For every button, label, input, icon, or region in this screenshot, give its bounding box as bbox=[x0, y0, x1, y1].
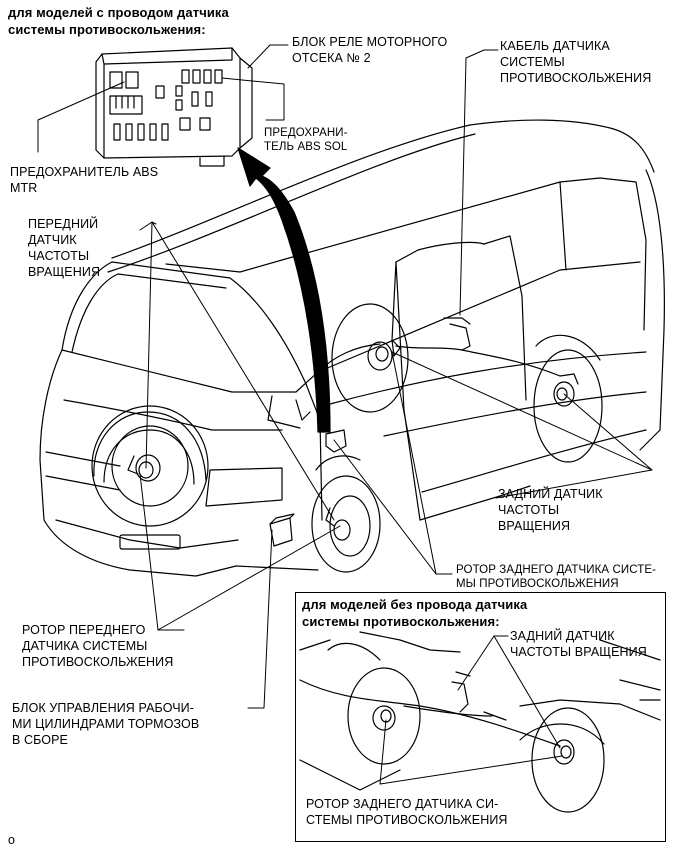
abs-mtr-fuse-label: ПРЕДОХРАНИТЕЛЬ ABS MTR bbox=[10, 165, 159, 195]
front-speed-sensor-label: ПЕРЕДНИЙ ДАТЧИК ЧАСТОТЫ ВРАЩЕНИЯ bbox=[28, 217, 101, 279]
lower-leader-lines bbox=[139, 221, 653, 709]
header-without-wire: для моделей без провода датчика системы … bbox=[302, 597, 528, 629]
abs-sol-fuse-label: ПРЕДОХРАНИ- ТЕЛЬ ABS SOL bbox=[264, 127, 348, 153]
skid-cable-label: КАБЕЛЬ ДАТЧИКА СИСТЕМЫ ПРОТИВОСКОЛЬЖЕНИЯ bbox=[500, 39, 652, 85]
front-left-wheel bbox=[91, 405, 209, 527]
rear-speed-sensor-label: ЗАДНИЙ ДАТЧИК ЧАСТОТЫ ВРАЩЕНИЯ bbox=[498, 487, 603, 533]
rear-sensor-wiring bbox=[391, 317, 579, 385]
curved-arrow bbox=[237, 147, 331, 433]
front-right-wheel bbox=[311, 455, 381, 573]
header-with-wire: для моделей с проводом датчика системы п… bbox=[8, 5, 229, 37]
upper-leader-lines bbox=[37, 44, 499, 316]
actuator-label: БЛОК УПРАВЛЕНИЯ РАБОЧИ- МИ ЦИЛИНДРАМИ ТО… bbox=[12, 701, 200, 747]
inset-rear-speed-sensor-label: ЗАДНИЙ ДАТЧИК ЧАСТОТЫ ВРАЩЕНИЯ bbox=[510, 629, 647, 659]
relay-block-label: БЛОК РЕЛЕ МОТОРНОГО ОТСЕКА № 2 bbox=[292, 35, 448, 65]
inset-frame bbox=[295, 592, 666, 842]
front-rotor-label: РОТОР ПЕРЕДНЕГО ДАТЧИКА СИСТЕМЫ ПРОТИВОС… bbox=[22, 623, 174, 669]
footer-code: o bbox=[8, 833, 16, 847]
van-drawing bbox=[39, 119, 665, 577]
rear-wheels bbox=[331, 303, 603, 463]
speed-sensor-part bbox=[325, 429, 347, 453]
inset-leader-lines bbox=[379, 635, 563, 785]
rear-rotor-label: РОТОР ЗАДНЕГО ДАТЧИКА СИСТЕ- МЫ ПРОТИВОС… bbox=[456, 564, 657, 590]
relay-block-drawing bbox=[95, 47, 253, 167]
inset-rear-rotor-label: РОТОР ЗАДНЕГО ДАТЧИКА СИ- СТЕМЫ ПРОТИВОС… bbox=[306, 797, 508, 827]
actuator-drawing bbox=[269, 513, 295, 547]
